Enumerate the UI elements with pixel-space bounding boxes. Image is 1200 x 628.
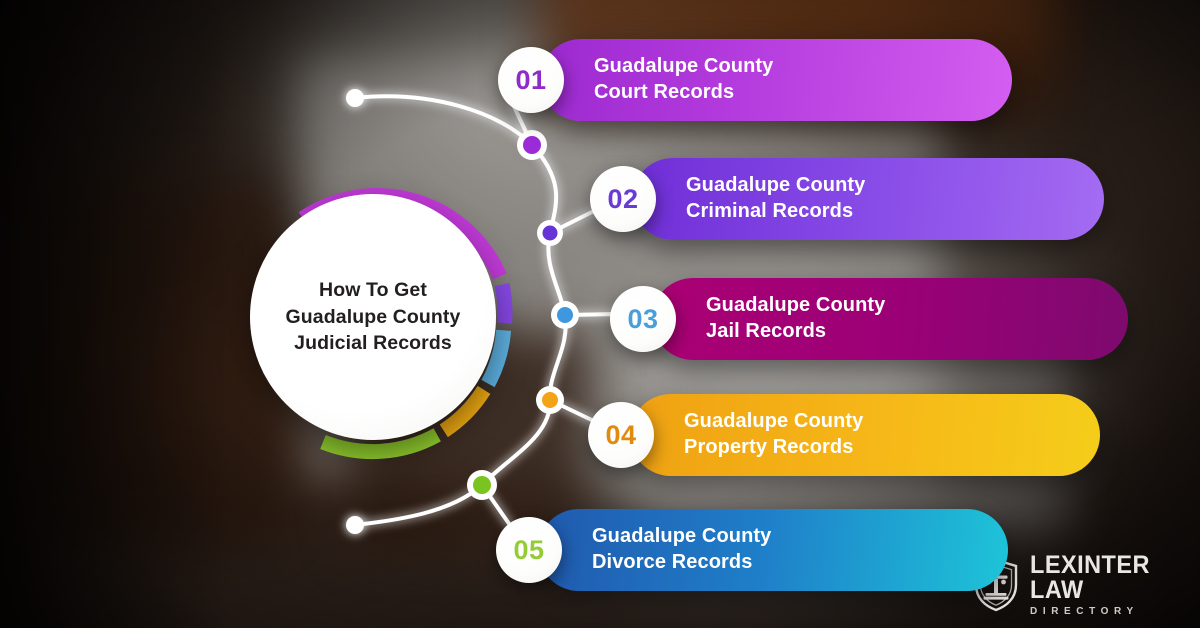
ring-segment-4 <box>439 385 491 438</box>
node-dot-4[interactable] <box>542 392 558 408</box>
connector-endpoint-bottom <box>346 516 364 534</box>
node-dot-2[interactable] <box>542 225 558 241</box>
list-item-04[interactable]: 04 Guadalupe County Property Records <box>588 394 1100 476</box>
node-dot-1[interactable] <box>523 136 541 154</box>
item-number-04: 04 <box>588 402 654 468</box>
item-number-03: 03 <box>610 286 676 352</box>
logo-text: LEXINTER LAW DIRECTORY <box>1030 553 1200 617</box>
item-pill-05[interactable]: Guadalupe County Divorce Records <box>538 509 1008 591</box>
list-item-05[interactable]: 05 Guadalupe County Divorce Records <box>496 509 1008 591</box>
center-donut: How To Get Guadalupe County Judicial Rec… <box>228 172 518 462</box>
item-number-05: 05 <box>496 517 562 583</box>
item-pill-01[interactable]: Guadalupe County Court Records <box>540 39 1012 121</box>
ring-segment-5 <box>320 428 441 460</box>
item-number-01: 01 <box>498 47 564 113</box>
item-label-04: Guadalupe County Property Records <box>684 410 864 458</box>
item-number-02: 02 <box>590 166 656 232</box>
item-label-03: Guadalupe County Jail Records <box>706 294 886 342</box>
logo-name: LEXINTER LAW <box>1030 551 1150 604</box>
item-pill-04[interactable]: Guadalupe County Property Records <box>630 394 1100 476</box>
node-dot-3[interactable] <box>557 307 573 323</box>
connector-endpoint-top <box>346 89 364 107</box>
brand-logo[interactable]: LEXINTER LAW DIRECTORY <box>972 553 1200 617</box>
list-item-03[interactable]: 03 Guadalupe County Jail Records <box>610 278 1128 360</box>
ring-segment-3 <box>481 329 512 388</box>
center-circle: How To Get Guadalupe County Judicial Rec… <box>250 194 496 440</box>
item-pill-03[interactable]: Guadalupe County Jail Records <box>652 278 1128 360</box>
list-item-01[interactable]: 01 Guadalupe County Court Records <box>498 39 1012 121</box>
item-pill-02[interactable]: Guadalupe County Criminal Records <box>632 158 1104 240</box>
center-title: How To Get Guadalupe County Judicial Rec… <box>285 278 461 355</box>
ring-segment-2 <box>494 282 513 324</box>
connector-nodes <box>467 130 579 500</box>
node-dot-5[interactable] <box>473 476 491 494</box>
item-label-05: Guadalupe County Divorce Records <box>592 525 772 573</box>
list-item-02[interactable]: 02 Guadalupe County Criminal Records <box>590 158 1104 240</box>
logo-tagline: DIRECTORY <box>1030 606 1139 617</box>
item-label-02: Guadalupe County Criminal Records <box>686 174 866 222</box>
item-label-01: Guadalupe County Court Records <box>594 55 774 103</box>
